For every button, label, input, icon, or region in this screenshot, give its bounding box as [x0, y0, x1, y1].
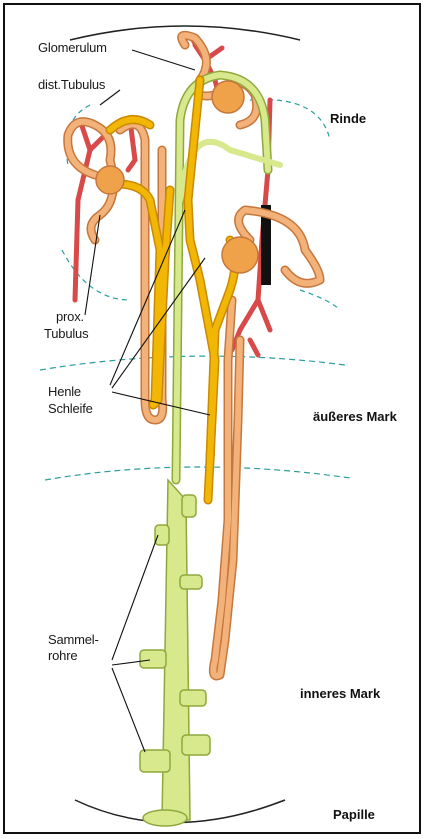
zone-aeusseres-mark: äußeres Mark	[313, 409, 397, 424]
zone-inneres-mark: inneres Mark	[300, 686, 380, 701]
dist-tubulus-label: dist.Tubulus	[38, 77, 105, 92]
henle-label-line1: Henle	[48, 384, 81, 399]
glomerulus-right	[222, 237, 258, 273]
henle-label-line2: Schleife	[48, 401, 93, 416]
prox-tubulus-label-line1: prox.	[56, 309, 84, 324]
collecting-duct	[140, 480, 210, 826]
zone-rinde: Rinde	[330, 111, 366, 126]
sammelrohre-label-line2: rohre	[48, 648, 77, 663]
zone-papille: Papille	[333, 807, 375, 822]
collecting-duct-upper	[176, 75, 268, 480]
inner-medulla-boundary	[45, 467, 350, 480]
glomerulum-label: Glomerulum	[38, 40, 107, 55]
glomerulus-top	[212, 81, 244, 113]
glomerulus-left	[96, 166, 124, 194]
outer-medulla-boundary	[40, 356, 345, 370]
sammelrohre-label-line1: Sammel-	[48, 632, 99, 647]
prox-tubulus-label-line2: Tubulus	[44, 326, 88, 341]
